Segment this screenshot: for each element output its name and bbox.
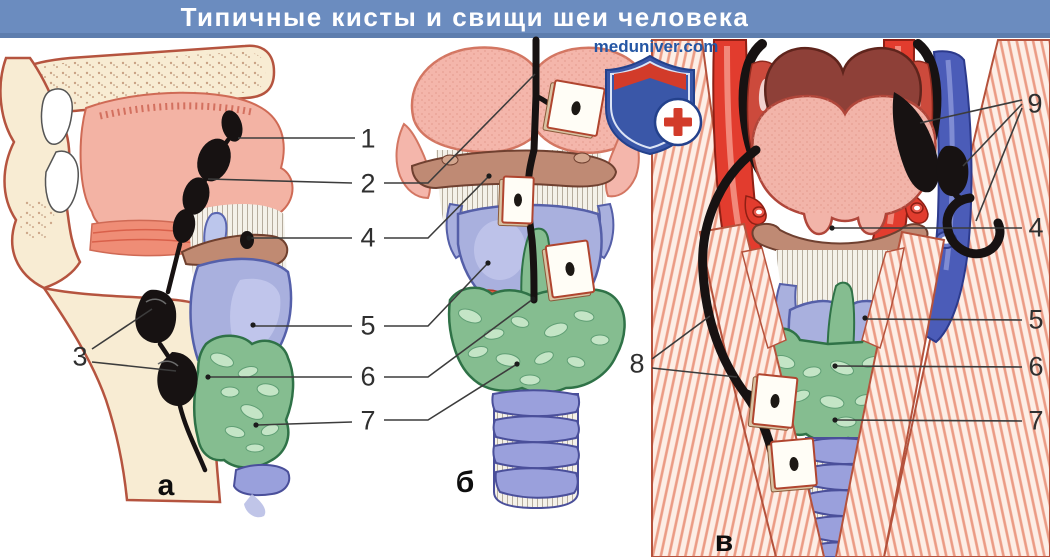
tongue-dorsum-hatch bbox=[99, 102, 253, 120]
tongue-base-texture bbox=[752, 96, 936, 214]
cyst-block-v2 bbox=[766, 437, 818, 493]
trachea-tail-a bbox=[244, 494, 266, 518]
figure-b-illustration bbox=[395, 36, 652, 510]
artery-cut-lumen-left bbox=[756, 209, 762, 215]
cartilage-highlight-a bbox=[230, 278, 281, 349]
panel-letter-v: в bbox=[714, 525, 734, 557]
cyst-block-v1 bbox=[747, 373, 799, 431]
callout-number-3: 3 bbox=[72, 341, 88, 372]
callout-number-4-left: 4 bbox=[360, 222, 376, 253]
fistula-hook-right bbox=[942, 193, 1005, 259]
panel-letter-a: а bbox=[157, 469, 175, 502]
figure-a-illustration bbox=[0, 44, 295, 518]
callout-number-4-right: 4 bbox=[1028, 212, 1044, 243]
callout-number-9: 9 bbox=[1027, 88, 1043, 119]
callout-number-6-left: 6 bbox=[360, 361, 376, 392]
cartilage-highlight-b bbox=[474, 220, 526, 280]
bone-marrow-speckle bbox=[16, 51, 266, 106]
meduniver-shield-icon bbox=[605, 54, 703, 156]
lateral-cyst-jugular bbox=[936, 145, 969, 197]
callout-number-5-left: 5 bbox=[360, 310, 376, 341]
jaw-marrow-speckle bbox=[19, 198, 55, 242]
carotid-left-highlight bbox=[724, 45, 742, 231]
callout-number-7-left: 7 bbox=[360, 405, 376, 436]
hyoid-lesser-horn-right bbox=[573, 152, 591, 164]
upper-tooth bbox=[40, 88, 73, 145]
panel-letter-b: б bbox=[455, 466, 475, 499]
hyoid-bone-v bbox=[751, 222, 929, 259]
cyst-block-b1 bbox=[542, 79, 606, 139]
callout-number-1: 1 bbox=[360, 123, 376, 154]
cyst-at-hyoid bbox=[240, 231, 254, 249]
callout-number-2: 2 bbox=[360, 168, 376, 199]
neck-cyst-lower bbox=[157, 352, 198, 406]
callout-number-7-right: 7 bbox=[1028, 405, 1044, 436]
title-bar-edge bbox=[0, 33, 1050, 38]
thyrohyoid-muscle-left bbox=[741, 247, 787, 350]
lower-tooth bbox=[44, 150, 79, 213]
callout-number-6-right: 6 bbox=[1028, 351, 1044, 382]
thyroglossal-cyst-chain bbox=[135, 110, 254, 473]
watermark-site-text: meduniver.com bbox=[593, 37, 719, 56]
figure-v-illustration bbox=[651, 39, 1050, 557]
artery-cut-lumen-right bbox=[914, 205, 920, 211]
cyst-block-b2 bbox=[497, 175, 535, 227]
trachea-rings-b bbox=[491, 389, 581, 499]
lateral-cyst-crescent bbox=[892, 92, 940, 193]
callout-leader-lines bbox=[91, 73, 1023, 426]
thyrohyoid-muscle-right bbox=[861, 247, 905, 350]
callout-number-5-right: 5 bbox=[1028, 304, 1044, 335]
trachea-ring-a bbox=[232, 464, 291, 497]
page-title: Типичные кисты и свищи шеи человека bbox=[180, 2, 750, 32]
title-bar: Типичные кисты и свищи шеи человека bbox=[0, 0, 1050, 38]
cyst-block-b3 bbox=[541, 239, 596, 302]
thyroid-gland-a bbox=[192, 334, 295, 469]
callout-anchor-dots bbox=[205, 173, 868, 428]
thyroid-lobules-b bbox=[458, 308, 610, 386]
hyoid-bone-b bbox=[410, 149, 618, 190]
thyroid-lobules-a bbox=[210, 352, 280, 453]
callout-number-8: 8 bbox=[629, 348, 645, 379]
